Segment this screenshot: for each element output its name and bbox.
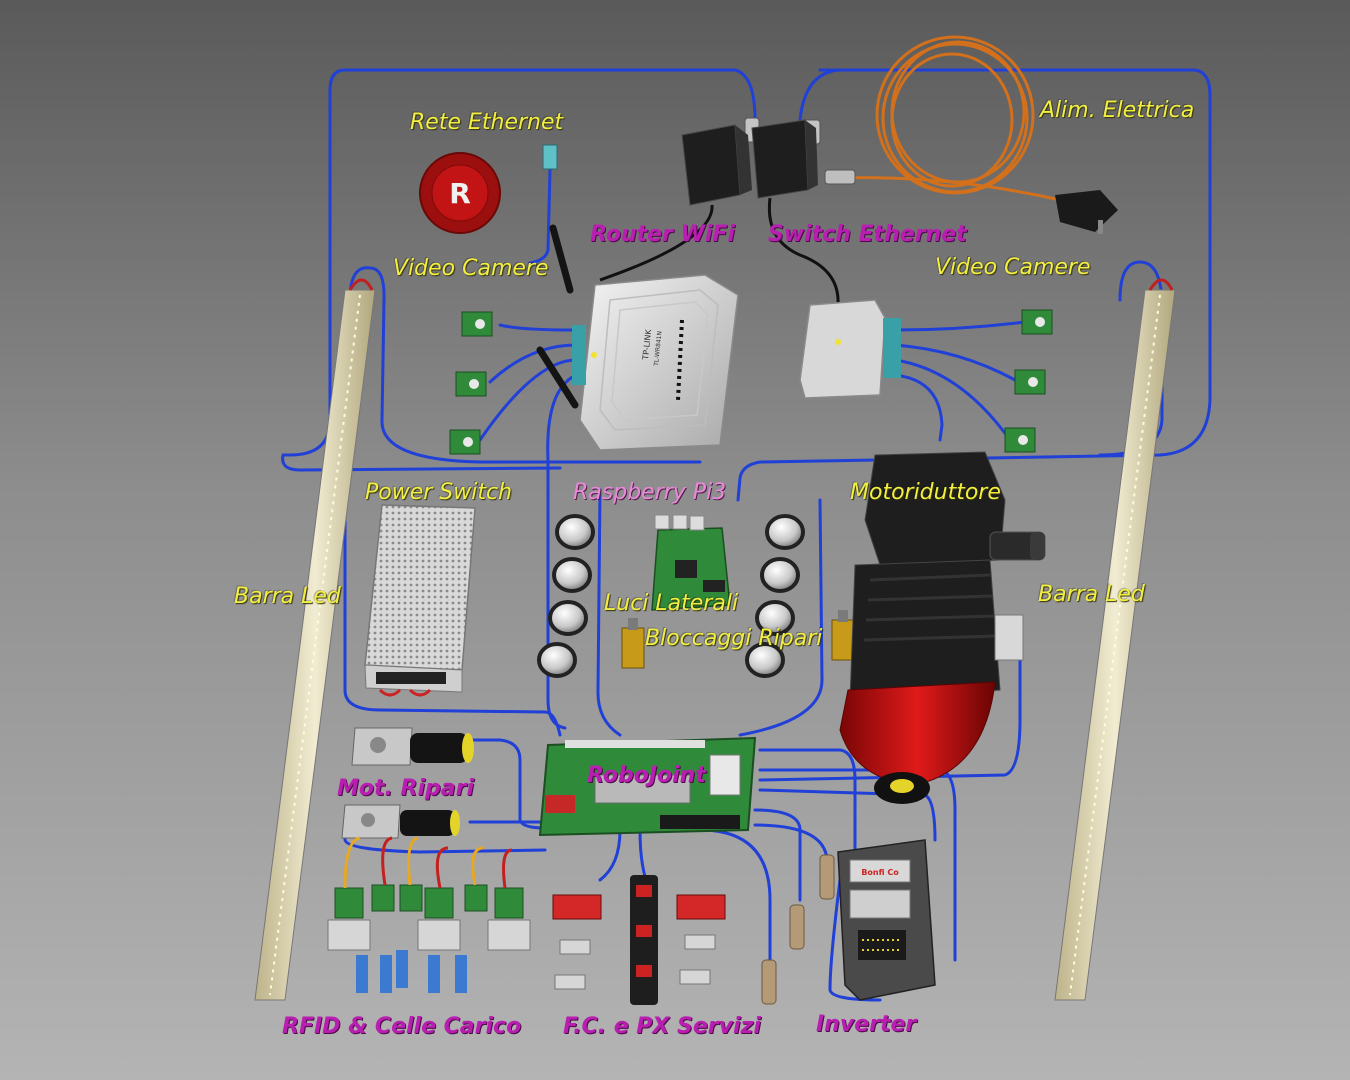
side-light-icon <box>552 557 592 593</box>
side-light-icon <box>765 514 805 550</box>
shutter-motor-icon <box>351 727 474 766</box>
label-bloccaggi-ripari: Bloccaggi Ripari <box>645 626 823 651</box>
proximity-sensor-icon <box>761 959 777 1005</box>
camera-module-icon <box>1021 309 1053 335</box>
power-supply-icon <box>364 504 476 697</box>
wifi-router-icon: TP-LINK TL-WR841N <box>536 224 739 451</box>
svg-text:R: R <box>449 177 471 210</box>
robot-r-seal-icon: R <box>419 152 501 234</box>
router-model-text: TL-WR841N <box>653 331 664 367</box>
camera-module-icon <box>455 371 487 397</box>
label-barra-led-right: Barra Led <box>1038 582 1145 607</box>
camera-module-icon <box>461 311 493 337</box>
label-mot-ripari: Mot. Ripari <box>337 776 475 801</box>
led-bar-right <box>1054 278 1176 1001</box>
label-switch-ethernet: Switch Ethernet <box>768 222 967 247</box>
proximity-sensor-icon <box>789 904 805 950</box>
ethernet-jack-icon <box>542 144 558 170</box>
side-light-icon <box>760 557 800 593</box>
rfid-module-icon <box>455 884 488 993</box>
power-cable-icon <box>839 35 1061 202</box>
limit-switch-icon <box>679 969 711 985</box>
label-rfid-celle-carico: RFID & Celle Carico <box>282 1014 522 1039</box>
side-light-icon <box>548 600 588 636</box>
limit-switch-icon <box>552 894 602 920</box>
rfid-module-icon <box>417 887 461 993</box>
label-router-wifi: Router WiFi <box>590 222 735 247</box>
camera-module-icon <box>1004 427 1036 453</box>
side-light-icon <box>755 600 795 636</box>
side-light-icon <box>555 514 595 550</box>
rfid-wiring <box>343 836 513 889</box>
led-bar-left <box>254 278 376 1001</box>
label-power-switch: Power Switch <box>365 480 513 505</box>
label-barra-led-left: Barra Led <box>234 584 341 609</box>
power-adapter-icon <box>751 119 840 306</box>
side-light-icon <box>745 642 785 678</box>
rfid-module-icon <box>487 887 531 951</box>
router-brand-text: TP-LINK <box>641 328 653 361</box>
limit-switch-icon <box>559 939 591 955</box>
label-video-camere-right: Video Camere <box>935 255 1091 280</box>
rfid-module-icon <box>327 887 371 993</box>
label-alim-elettrica: Alim. Elettrica <box>1040 98 1195 123</box>
rfid-module-icon <box>371 884 395 993</box>
label-video-camere-left: Video Camere <box>393 256 549 281</box>
label-fc-px-servizi: F.C. e PX Servizi <box>563 1014 761 1039</box>
lock-actuator-icon <box>621 618 645 669</box>
raspberry-pi-board-icon <box>651 514 731 611</box>
limit-switch-icon <box>676 894 726 920</box>
proximity-sensor-icon <box>819 854 835 900</box>
side-light-icon <box>537 642 577 678</box>
inverter-brand-text: Bonfi Co <box>861 868 899 877</box>
rfid-module-icon <box>396 884 423 988</box>
camera-module-icon <box>1014 369 1046 395</box>
ethernet-switch-icon <box>799 299 901 399</box>
inverter-icon: Bonfi Co <box>837 839 936 1001</box>
label-robojoint: RoboJoint <box>587 763 706 788</box>
camera-module-icon <box>449 429 481 455</box>
lock-actuator-icon <box>831 610 855 661</box>
label-raspberry-pi3: Raspberry Pi3 <box>573 480 727 505</box>
safety-relay-icon <box>630 875 658 1005</box>
label-inverter: Inverter <box>816 1012 917 1037</box>
limit-switch-icon <box>554 974 586 990</box>
label-motoriduttore: Motoriduttore <box>850 480 1001 505</box>
label-rete-ethernet: Rete Ethernet <box>410 110 564 135</box>
limit-switch-icon <box>684 934 716 950</box>
control-board-icon <box>538 736 757 837</box>
label-luci-laterali: Luci Laterali <box>604 591 739 616</box>
gear-motor-icon <box>839 451 1046 804</box>
power-plug-icon <box>1055 190 1118 234</box>
shutter-motor-icon <box>341 804 460 839</box>
power-adapter-icon <box>599 124 752 282</box>
